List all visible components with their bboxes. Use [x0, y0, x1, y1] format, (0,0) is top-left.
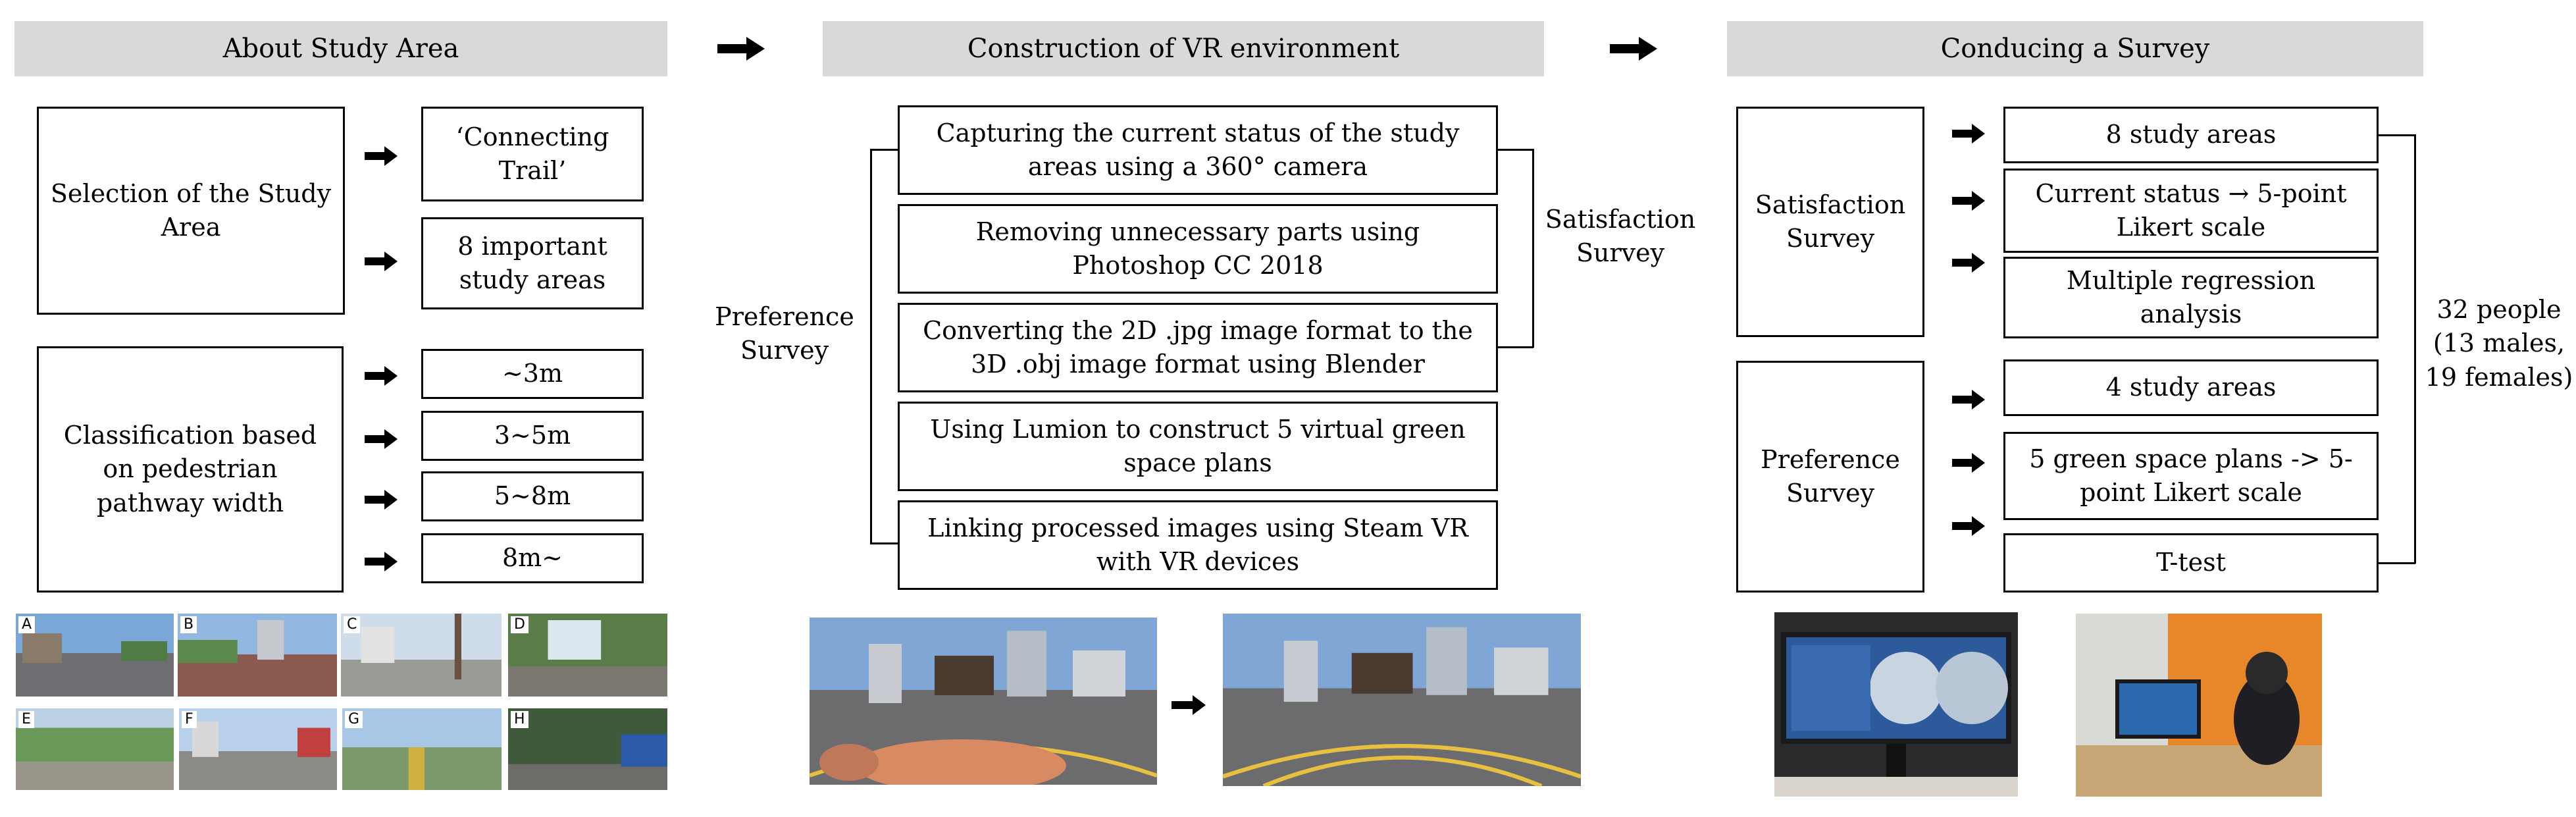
selection-box: Selection of the Study Area — [37, 107, 345, 315]
study-area-photo-a: A — [16, 614, 174, 697]
header-about-study-area: About Study Area — [14, 21, 667, 76]
arrow-sat-2 — [1952, 191, 1985, 211]
photo-label-d: D — [511, 616, 528, 633]
photo-label-c: C — [344, 616, 361, 633]
arrow-pref-2 — [1952, 453, 1985, 473]
preference-bracket-vertical — [870, 149, 872, 544]
photo-label-a: A — [18, 616, 36, 633]
photo-label-g: G — [345, 711, 363, 728]
width-box-4: 8m~ — [421, 533, 644, 583]
sat-item-regression: Multiple regression analysis — [2003, 257, 2379, 338]
step-blender-box: Converting the 2D .jpg image format to t… — [898, 303, 1498, 392]
participants-bracket-bottom — [2379, 562, 2415, 564]
flow-arrow-2 — [1610, 37, 1657, 61]
arrow-width-4 — [365, 552, 398, 571]
preference-survey-box: Preference Survey — [1736, 361, 1924, 593]
study-area-photo-e: E — [16, 708, 174, 790]
photo-label-b: B — [180, 616, 197, 633]
panorama-after-image — [1223, 614, 1581, 786]
photo-label-e: E — [18, 711, 34, 728]
study-area-photo-c: C — [341, 614, 502, 697]
study-area-photo-b: B — [178, 614, 337, 697]
participants-label: 32 people (13 males, 19 females) — [2425, 295, 2573, 392]
preference-survey-label: Preference Survey — [715, 302, 854, 365]
step-photoshop-box: Removing unnecessary parts using Photosh… — [898, 204, 1498, 294]
vr-monitor-photo — [1774, 612, 2018, 797]
vr-participant-photo — [2076, 614, 2322, 797]
study-area-photo-h: H — [508, 708, 667, 790]
classification-box: Classification based on pedestrian pathw… — [37, 346, 344, 593]
photo-label-h: H — [511, 711, 528, 728]
arrow-sat-1 — [1952, 124, 1985, 144]
study-area-photo-g: G — [342, 708, 502, 790]
pref-item-likert: 5 green space plans -> 5-point Likert sc… — [2003, 432, 2379, 520]
sat-item-likert: Current status → 5-point Likert scale — [2003, 169, 2379, 253]
connecting-trail-box: ‘Connecting Trail’ — [421, 107, 644, 201]
satisfaction-bracket-bottom — [1498, 346, 1533, 348]
header-vr-environment: Construction of VR environment — [823, 21, 1544, 76]
panorama-before-image — [810, 618, 1157, 785]
header-survey: Conducing a Survey — [1727, 21, 2423, 76]
participants-bracket-top — [2379, 134, 2415, 136]
satisfaction-bracket-vertical — [1532, 149, 1534, 348]
panorama-arrow — [1172, 695, 1206, 715]
step-lumion-box: Using Lumion to construct 5 virtual gree… — [898, 402, 1498, 491]
step-steamvr-box: Linking processed images using Steam VR … — [898, 500, 1498, 590]
arrow-pref-1 — [1952, 390, 1985, 409]
step-capture-box: Capturing the current status of the stud… — [898, 105, 1498, 195]
participants-bracket-vertical — [2414, 134, 2416, 564]
satisfaction-survey-box: Satisfaction Survey — [1736, 107, 1924, 337]
preference-bracket-bottom — [870, 542, 898, 544]
preference-bracket-top — [870, 149, 898, 151]
width-box-1: ~3m — [421, 349, 644, 399]
width-box-2: 3~5m — [421, 411, 644, 461]
arrow-width-2 — [365, 429, 398, 449]
satisfaction-survey-label: Satisfaction Survey — [1545, 204, 1696, 267]
study-area-photo-d: D — [508, 614, 667, 697]
arrow-to-important-areas — [365, 251, 398, 271]
photo-label-f: F — [182, 711, 197, 728]
pref-item-study-areas: 4 study areas — [2003, 359, 2379, 416]
pref-item-ttest: T-test — [2003, 533, 2379, 593]
arrow-width-1 — [365, 366, 398, 386]
flow-arrow-1 — [717, 37, 765, 61]
width-box-3: 5~8m — [421, 471, 644, 521]
study-area-photo-f: F — [179, 708, 337, 790]
arrow-pref-3 — [1952, 516, 1985, 536]
important-areas-box: 8 important study areas — [421, 217, 644, 309]
arrow-width-3 — [365, 490, 398, 510]
satisfaction-bracket-top — [1498, 149, 1533, 151]
arrow-to-connecting-trail — [365, 146, 398, 166]
sat-item-study-areas: 8 study areas — [2003, 107, 2379, 163]
arrow-sat-3 — [1952, 253, 1985, 273]
